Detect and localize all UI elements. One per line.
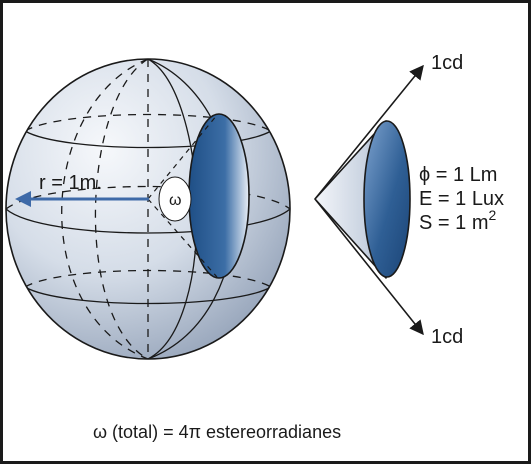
arrow-bottom: [314, 198, 424, 336]
caption: ω (total) = 4π estereorradianes: [93, 422, 341, 442]
radius-arrow-head: [15, 191, 31, 207]
solid-angle-diagram: ω r = 1m. 1cd 1cd ϕ = 1 Lm E = 1 Lux S =…: [5, 52, 504, 442]
latitude-upper-front: [24, 130, 272, 149]
bottom-cd-label: 1cd: [431, 326, 463, 348]
meridian-left-back: [94, 59, 149, 359]
cone: 1cd 1cd: [314, 52, 463, 348]
sphere: ω r = 1m.: [5, 58, 291, 360]
arrow-top: [314, 64, 424, 200]
sphere-aperture: [188, 113, 250, 279]
omega-label: ω: [169, 192, 182, 209]
area-label-exponent: 2: [488, 207, 496, 223]
solid-angle-lines: [147, 114, 218, 278]
area-label: S = 1 m2: [419, 207, 496, 234]
latitude-upper-back: [24, 113, 272, 132]
cone-base: [363, 120, 411, 278]
omega-arc: [158, 176, 192, 222]
area-label-base: S = 1 m: [419, 212, 488, 234]
equator-front: [6, 208, 290, 234]
illuminance-label: E = 1 Lux: [419, 188, 504, 210]
flux-label: ϕ = 1 Lm: [419, 164, 497, 186]
meridian-left-outer: [61, 59, 149, 359]
top-cd-label: 1cd: [431, 52, 463, 74]
photometric-values: ϕ = 1 Lm E = 1 Lux S = 1 m2: [419, 164, 504, 234]
radius-label: r = 1m.: [39, 172, 102, 194]
